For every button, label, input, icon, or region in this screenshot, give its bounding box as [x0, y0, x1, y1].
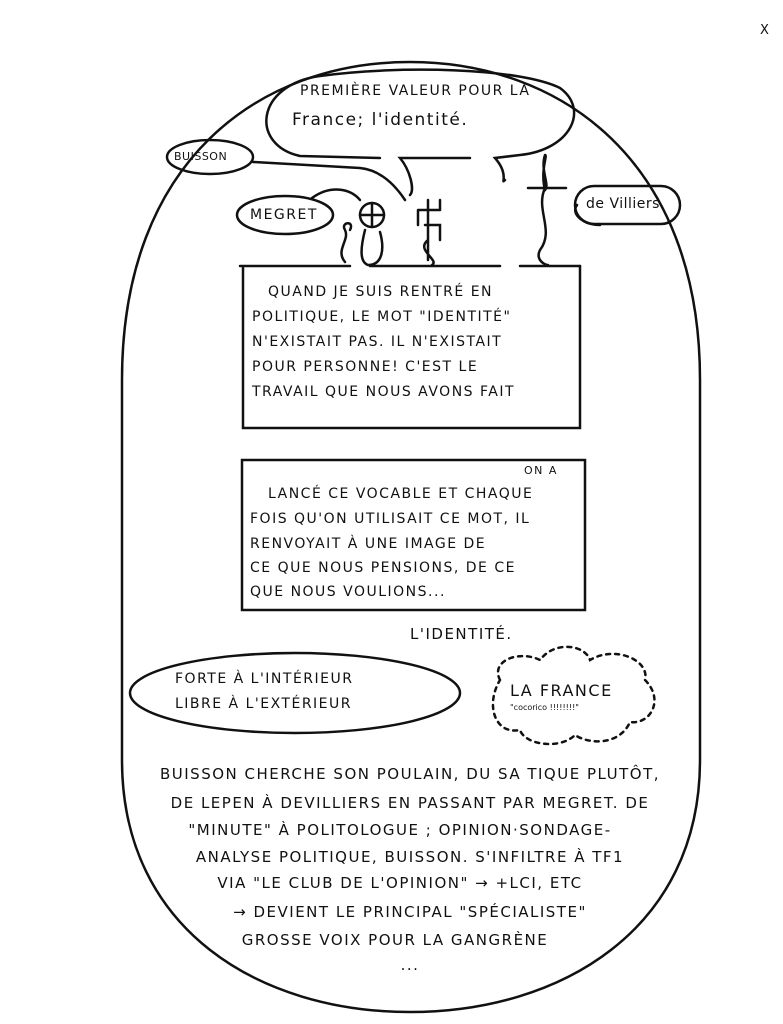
box2-line: ce que nous pensions, de ce [250, 560, 516, 576]
devilliers-bubble [573, 184, 682, 226]
megret-bubble [235, 194, 335, 236]
corner-mark: x [760, 23, 771, 38]
oval-bubble-line-1: Forte à l'intérieur [175, 671, 354, 687]
bottom-line: → devient le principal "spécialiste" [233, 903, 587, 921]
box1-line: n'existait pas. Il n'existait [252, 334, 503, 350]
thought-cloud [491, 645, 656, 746]
label-buisson: Buisson [174, 150, 228, 163]
box2-line: lancé ce vocable et chaque [268, 486, 534, 502]
bottom-line: analyse politique, Buisson. s'infiltre à… [195, 848, 625, 866]
label-devilliers: de Villiers [586, 196, 660, 212]
label-megret: Megret [250, 207, 318, 223]
box2-line: on a [524, 464, 558, 477]
quote-box-1 [241, 264, 582, 430]
page-frame-oval [120, 60, 702, 1014]
top-bubble-line-1: Première valeur pour la [300, 83, 531, 99]
cloud-subtitle: "cocorico !!!!!!!!" [510, 703, 579, 712]
megret-figure [340, 201, 386, 267]
megret-pointer [310, 188, 362, 202]
oval-bubble-line-2: libre à l'extérieur [175, 696, 352, 712]
top-speech-bubble [265, 68, 576, 197]
bottom-line: grosse voix pour la gangrène [241, 931, 549, 949]
buisson-bubble [165, 138, 255, 176]
box2-line: que nous voulions... [250, 584, 446, 600]
box1-line: politique, le mot "identité" [252, 309, 512, 325]
bottom-line: via "Le Club de l'opinion" → +LCI, etc [217, 874, 583, 892]
box1-line: Quand je suis rentré en [268, 284, 494, 300]
swastika-figure [416, 198, 442, 267]
bottom-line: Buisson cherche son poulain, du sa tique… [159, 765, 661, 783]
bottom-line: de LePen à Devilliers en passant par Meg… [170, 794, 650, 812]
bottom-line: ... [400, 956, 420, 974]
bottom-line: "Minute" à politologue ; opinion·sondage… [188, 821, 612, 839]
cross-figure [526, 153, 568, 267]
devilliers-pointer [574, 203, 602, 227]
oval-speech-bubble [128, 651, 462, 735]
buisson-pointer [251, 160, 407, 202]
identite-caption: L'identité. [410, 625, 513, 643]
box1-line: travail que nous avons fait [252, 384, 516, 400]
box2-line: renvoyait à une image de [250, 536, 487, 552]
cloud-title: La France [510, 681, 613, 700]
box2-line: fois qu'on utilisait ce mot, il [250, 511, 531, 527]
box1-line: pour personne! C'est le [252, 359, 479, 375]
top-bubble-line-2: France; l'identité. [292, 110, 469, 130]
quote-box-2 [240, 458, 587, 612]
